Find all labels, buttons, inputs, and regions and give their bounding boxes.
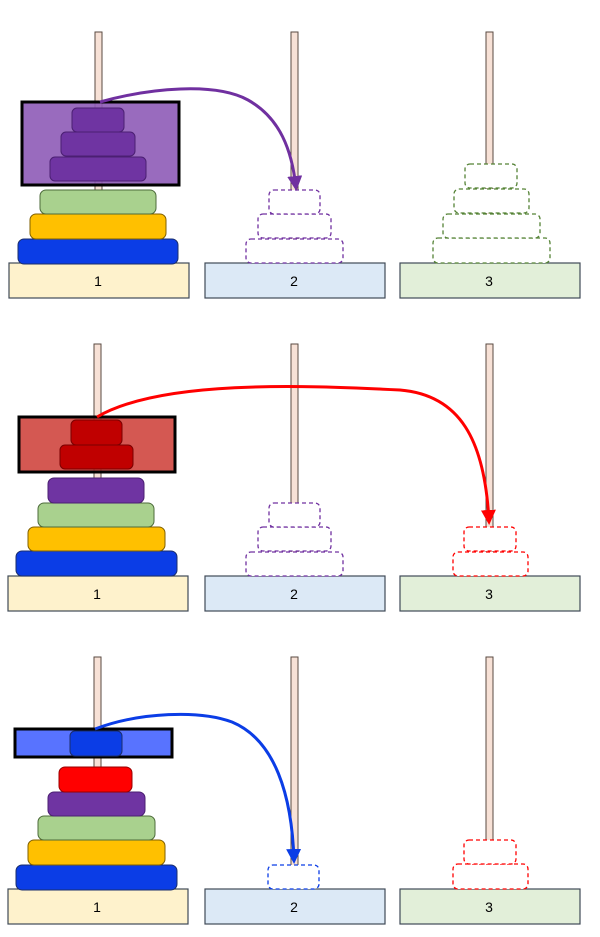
disk — [15, 864, 178, 891]
ghost-disk — [464, 163, 518, 189]
ghost-disk — [452, 863, 529, 890]
disk — [27, 839, 166, 866]
disk — [47, 791, 146, 817]
ghost-disk — [267, 864, 320, 890]
disk — [60, 131, 136, 157]
disk — [59, 444, 134, 470]
base-label-2: 2 — [290, 899, 298, 915]
ghost-disk — [257, 213, 332, 239]
base-1 — [7, 888, 189, 925]
ghost-disk — [442, 213, 541, 239]
base-label-3: 3 — [485, 273, 493, 289]
disk — [15, 550, 178, 577]
ghost-disk — [452, 551, 529, 577]
base-label-2: 2 — [290, 273, 298, 289]
base-label-2: 2 — [290, 586, 298, 602]
panel-step-2: 1 2 3 — [7, 343, 581, 612]
disk — [27, 526, 166, 552]
disk — [17, 238, 179, 265]
disk — [39, 189, 157, 215]
panel-step-1: 1 2 3 — [8, 31, 581, 299]
ghost-disk — [463, 839, 517, 865]
panel-step-3: 1 2 3 — [7, 656, 581, 925]
ghost-disk — [432, 237, 551, 264]
ghost-disk — [268, 189, 321, 215]
move-arrow — [94, 712, 302, 864]
disk — [37, 815, 156, 841]
base-label-1: 1 — [93, 586, 101, 602]
move-arrow — [99, 87, 303, 191]
base-2 — [204, 262, 386, 299]
disk — [69, 730, 123, 757]
ghost-disk — [268, 502, 321, 528]
disk — [37, 502, 155, 528]
disk — [71, 107, 125, 133]
base-1 — [8, 262, 190, 299]
disk — [47, 477, 145, 504]
ghost-disk — [453, 188, 530, 214]
base-2 — [204, 888, 386, 925]
ghost-disk — [245, 238, 344, 264]
move-arrow — [96, 385, 496, 525]
base-label-3: 3 — [485, 586, 493, 602]
base-1 — [7, 575, 189, 612]
ghost-disk — [257, 526, 332, 552]
base-label-1: 1 — [93, 899, 101, 915]
disk — [49, 156, 147, 182]
disk — [70, 419, 123, 446]
disk — [29, 213, 167, 240]
base-label-3: 3 — [485, 899, 493, 915]
disk — [58, 766, 133, 793]
ghost-disk — [245, 551, 344, 577]
base-label-1: 1 — [94, 273, 102, 289]
ghost-disk — [463, 526, 517, 552]
